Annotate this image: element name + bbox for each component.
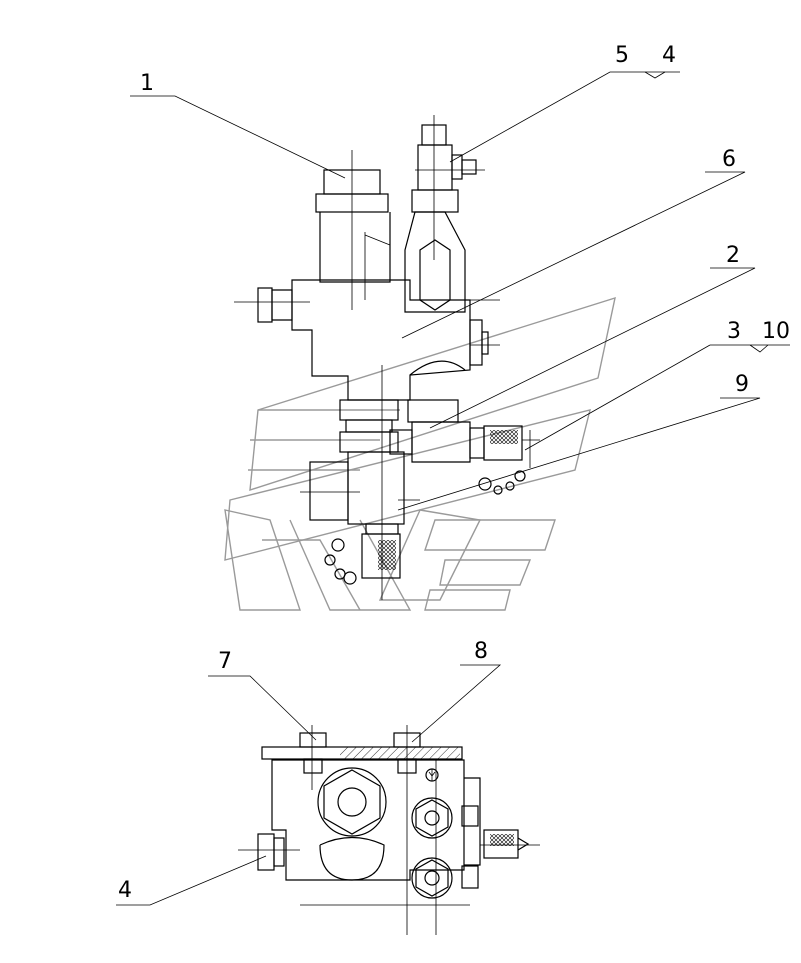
callout-labels: 1 5 4 6 2 3 10 9 7 8 4: [118, 43, 790, 903]
label-6: 6: [722, 147, 736, 172]
leader-3-10: [524, 344, 790, 451]
leader-6: [401, 171, 746, 339]
label-4: 4: [662, 43, 676, 68]
label-3: 3: [727, 319, 741, 344]
chain-right: [478, 470, 526, 495]
main-valve-body: [234, 115, 500, 401]
label-9: 9: [735, 372, 749, 397]
label-2: 2: [726, 243, 740, 268]
leader-1: [130, 95, 346, 179]
label-4-bottom: 4: [118, 878, 132, 903]
label-10: 10: [762, 319, 790, 344]
label-1: 1: [140, 71, 154, 96]
leader-4b: [116, 855, 267, 906]
leader-8: [411, 664, 502, 743]
leader-7: [208, 675, 317, 741]
watermark-logo: [224, 296, 616, 611]
label-8: 8: [474, 639, 488, 664]
lower-manifold: [300, 365, 540, 600]
leader-5-4: [449, 71, 680, 163]
side-view: [238, 725, 540, 935]
label-7: 7: [218, 649, 232, 674]
chain-left: [324, 538, 357, 585]
leader-2: [429, 267, 756, 429]
leader-9: [397, 397, 761, 511]
leader-lines: [116, 71, 790, 906]
label-5: 5: [615, 43, 629, 68]
